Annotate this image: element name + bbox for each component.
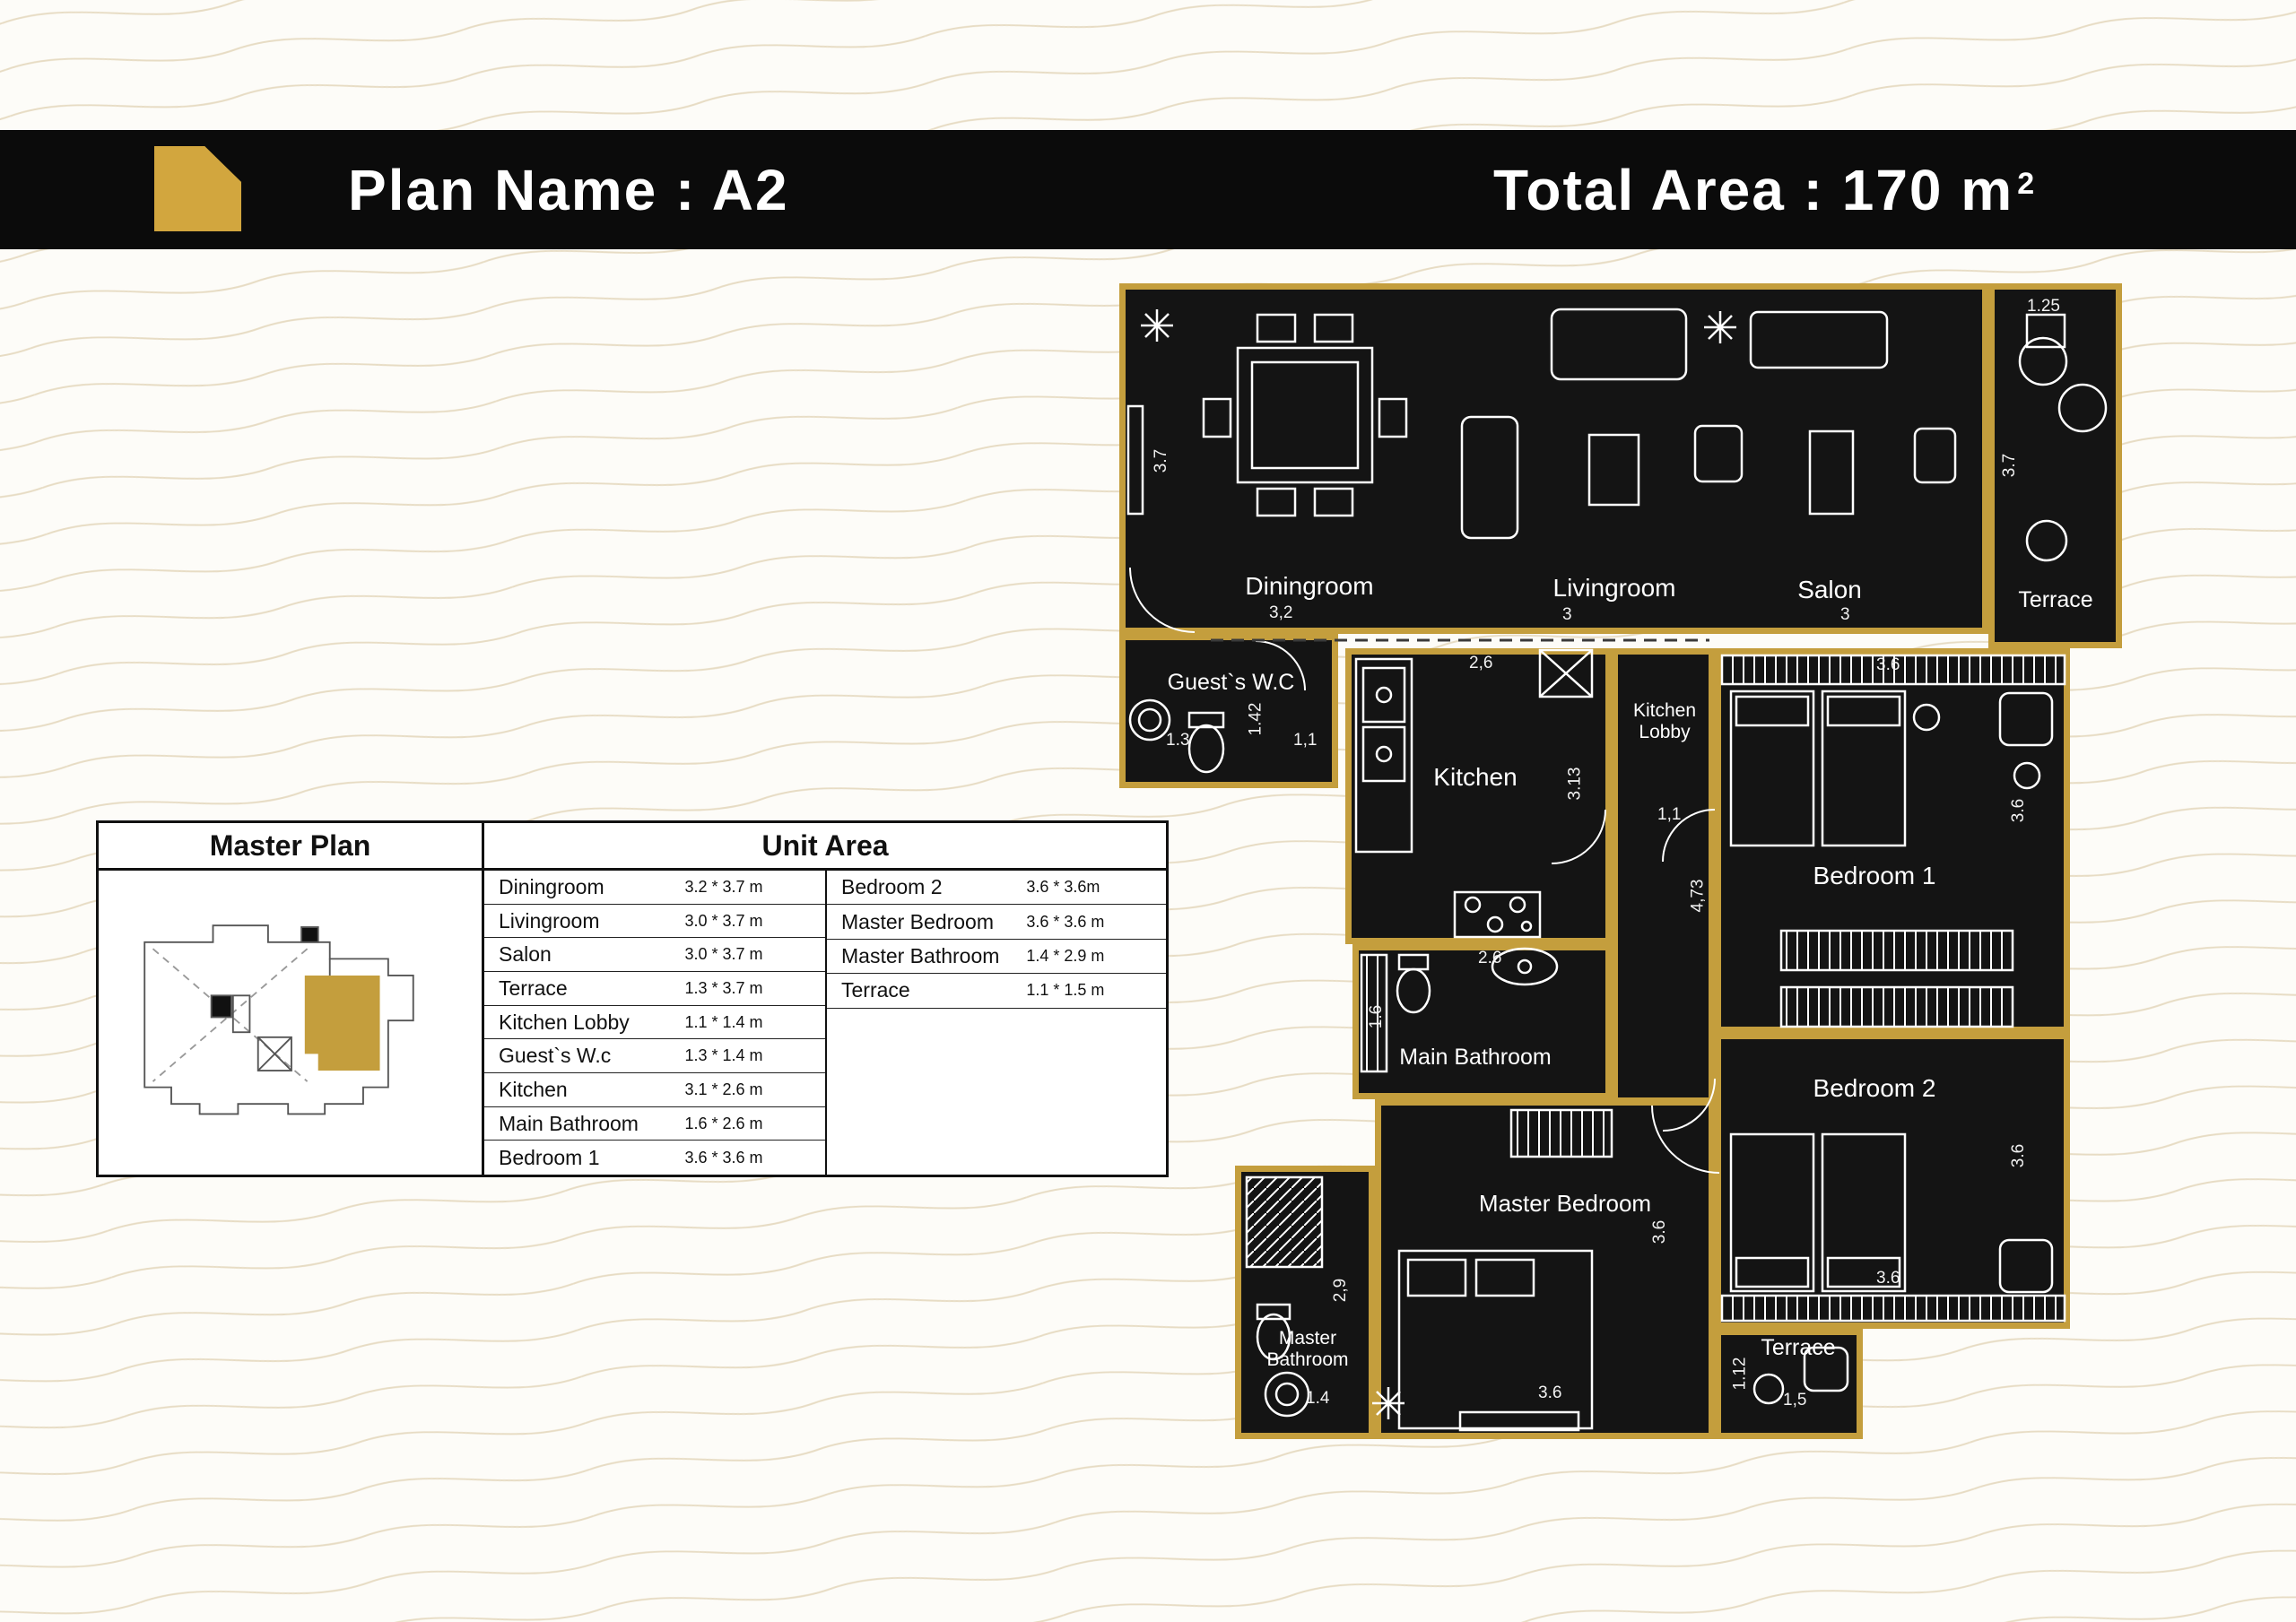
- master-plan-map: [143, 924, 414, 1115]
- table-row: Main Bathroom 1.6 * 2.6 m: [484, 1107, 825, 1141]
- room-dim: 1.4 * 2.9 m: [1026, 946, 1105, 965]
- dim-label: 4,73: [1688, 879, 1708, 913]
- room-label-livingroom: Livingroom: [1552, 574, 1676, 602]
- room-kitchen-lobby: [1612, 648, 1715, 1104]
- room-label-diningroom: Diningroom: [1245, 572, 1374, 600]
- room-name: Master Bedroom: [841, 909, 995, 933]
- dim-label: 3.6: [1538, 1383, 1562, 1402]
- dim-label: 1.12: [1730, 1357, 1750, 1391]
- dim-label: 2,9: [1331, 1278, 1351, 1303]
- room-name: Salon: [499, 942, 552, 967]
- room-name: Terrace: [499, 976, 568, 1000]
- room-dim: 3.6 * 3.6 m: [684, 1148, 763, 1167]
- table-header: Master Plan Unit Area: [99, 823, 1166, 871]
- dim-label: 1.4: [1306, 1389, 1330, 1408]
- floorplan: Diningroom Livingroom Salon Terrace Gues…: [1103, 272, 2135, 1455]
- dim-label: 2.6: [1478, 949, 1502, 967]
- room-dim: 3.6 * 3.6 m: [1026, 912, 1105, 931]
- dim-label: 3.6: [1650, 1219, 1670, 1245]
- room-guest-wc: [1119, 634, 1338, 788]
- room-master-bathroom: [1235, 1166, 1375, 1439]
- room-name: Bedroom 1: [499, 1145, 600, 1169]
- table-row: Kitchen 3.1 * 2.6 m: [484, 1073, 825, 1107]
- room-name: Main Bathroom: [499, 1111, 639, 1135]
- dim-label: 3.6: [2009, 1143, 2029, 1168]
- dim-label: 3: [1562, 605, 1572, 624]
- unit-area-column-2: Bedroom 2 3.6 * 3.6m Master Bedroom 3.6 * …: [825, 871, 1166, 1175]
- dim-label: 3,2: [1269, 603, 1293, 622]
- unit-area-body: Diningroom 3.2 * 3.7 m Livingroom 3.0 * 3.…: [484, 871, 1166, 1175]
- total-area-text: Total Area : 170 m: [1493, 157, 2014, 222]
- room-name: Master Bathroom: [841, 943, 1000, 967]
- room-label-master-bedroom: Master Bedroom: [1478, 1190, 1652, 1217]
- unit-area-column-1: Diningroom 3.2 * 3.7 m Livingroom 3.0 * 3.…: [484, 871, 825, 1175]
- room-name: Kitchen: [499, 1077, 568, 1101]
- room-bedroom-1: [1715, 648, 2070, 1033]
- room-name: Livingroom: [499, 908, 600, 932]
- unit-area-header: Unit Area: [761, 828, 889, 862]
- dim-label: 3.7: [2000, 453, 2020, 478]
- dim-label: 1,5: [1783, 1391, 1807, 1409]
- dim-label: 3.7: [1152, 448, 1171, 473]
- dim-label: 2,6: [1469, 654, 1493, 672]
- room-label-terrace-top: Terrace: [2018, 587, 2093, 612]
- room-dim: 3.6 * 3.6m: [1026, 878, 1100, 897]
- table-row: Guest`s W.c 1.3 * 1.4 m: [484, 1039, 825, 1074]
- room-main-bathroom: [1352, 944, 1612, 1099]
- room-label-main-bathroom: Main Bathroom: [1399, 1045, 1552, 1070]
- header-bar: [0, 130, 2296, 249]
- dim-label: 3.6: [2009, 798, 2029, 823]
- table-row: Terrace 1.3 * 3.7 m: [484, 972, 825, 1006]
- room-label-kitchen-lobby: Kitchen Lobby: [1632, 700, 1697, 743]
- plan-name-title: Plan Name : A2: [348, 157, 789, 222]
- master-plan-cell: [99, 871, 484, 1175]
- room-name: Guest`s W.c: [499, 1044, 612, 1068]
- room-label-salon: Salon: [1797, 576, 1862, 603]
- table-row: Master Bathroom 1.4 * 2.9 m: [827, 940, 1166, 975]
- dim-label: 1,1: [1657, 805, 1682, 824]
- room-dim: 1.3 * 3.7 m: [684, 978, 763, 997]
- table-row: Terrace 1.1 * 1.5 m: [827, 974, 1166, 1009]
- room-dim: 1.1 * 1.4 m: [684, 1012, 763, 1031]
- room-label-guest-wc: Guest`s W.C: [1167, 670, 1295, 695]
- dim-label: 3.6: [1876, 1269, 1900, 1288]
- table-row: Salon 3.0 * 3.7 m: [484, 938, 825, 973]
- room-name: Diningroom: [499, 874, 604, 898]
- total-area-superscript: 2: [2017, 167, 2037, 201]
- dim-label: 1.25: [2027, 297, 2060, 316]
- dim-label: 3: [1840, 605, 1850, 624]
- dim-label: 1,1: [1293, 731, 1318, 750]
- room-label-terrace-bottom: Terrace: [1761, 1335, 1836, 1360]
- table-row: Bedroom 2 3.6 * 3.6m: [827, 871, 1166, 906]
- room-dim: 3.0 * 3.7 m: [684, 911, 763, 930]
- room-dim: 1.1 * 1.5 m: [1026, 981, 1105, 1000]
- room-label-kitchen: Kitchen: [1433, 763, 1518, 791]
- room-dim: 1.3 * 1.4 m: [684, 1046, 763, 1065]
- table-row: Master Bedroom 3.6 * 3.6 m: [827, 905, 1166, 940]
- room-dim: 3.0 * 3.7 m: [684, 945, 763, 964]
- room-label-bedroom-2: Bedroom 2: [1813, 1074, 1936, 1102]
- dim-label: 1.42: [1246, 702, 1265, 736]
- room-dim: 3.1 * 2.6 m: [684, 1080, 763, 1098]
- room-name: Terrace: [841, 978, 910, 1002]
- room-dim: 1.6 * 2.6 m: [684, 1114, 763, 1132]
- room-name: Kitchen Lobby: [499, 1010, 630, 1034]
- dim-label: 3.6: [1876, 655, 1900, 674]
- room-dim: 3.2 * 3.7 m: [684, 877, 763, 896]
- master-plan-header: Master Plan: [99, 823, 484, 868]
- table-row: Livingroom 3.0 * 3.7 m: [484, 905, 825, 939]
- dim-label: 1.6: [1367, 1004, 1387, 1029]
- room-name: Bedroom 2: [841, 875, 943, 899]
- unit-area-table: Master Plan Unit Area: [96, 820, 1169, 1177]
- table-row: Bedroom 1 3.6 * 3.6 m: [484, 1141, 825, 1175]
- highlighted-unit: [304, 975, 380, 1071]
- table-row: Kitchen Lobby 1.1 * 1.4 m: [484, 1006, 825, 1040]
- dim-label: 3.13: [1565, 767, 1585, 801]
- dim-label: 1.3: [1166, 731, 1190, 750]
- table-row: Diningroom 3.2 * 3.7 m: [484, 871, 825, 905]
- room-label-master-bathroom: Master Bathroom: [1266, 1328, 1349, 1371]
- room-label-bedroom-1: Bedroom 1: [1813, 862, 1936, 889]
